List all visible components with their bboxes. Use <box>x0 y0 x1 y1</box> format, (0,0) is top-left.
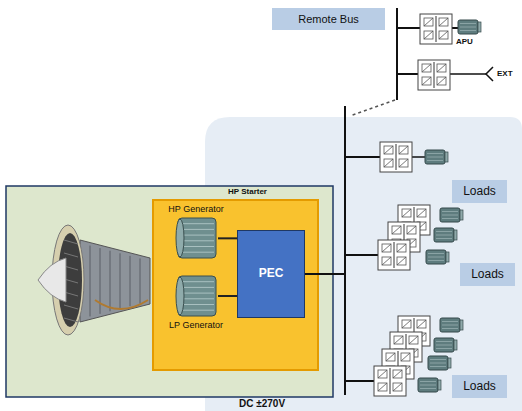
tie-line <box>350 100 395 116</box>
ext-label: EXT <box>497 70 513 78</box>
motor-icon <box>434 338 457 352</box>
generator-icon <box>174 274 218 318</box>
motor-icon <box>434 228 457 242</box>
motor-icon <box>428 356 451 370</box>
generator-icon <box>174 216 218 260</box>
power-connector <box>218 237 237 239</box>
node-label: Remote Bus <box>298 13 359 26</box>
generator-housing <box>153 200 318 370</box>
node-label: DC ±270V <box>239 399 285 409</box>
converter-symbol <box>418 60 450 90</box>
generator-label: HP Generator <box>168 204 223 214</box>
hp-starter-box: HP Generator LP Generator PEC HP Starter <box>6 186 333 397</box>
node-label: Loads <box>463 185 496 199</box>
generator: HP Generator <box>160 204 232 268</box>
power-connector <box>218 295 237 297</box>
bus-label-box: Remote Bus <box>272 8 385 30</box>
converter-symbol <box>378 240 410 270</box>
hp-starter-fill <box>6 186 333 397</box>
motor-icon <box>440 318 463 332</box>
motor-icon <box>426 250 449 264</box>
pec-box: PEC <box>237 230 305 318</box>
loads-box: Loads <box>460 263 515 286</box>
node-label: PEC <box>259 267 284 281</box>
node-label: Loads <box>463 380 496 394</box>
motor-icon <box>425 150 448 164</box>
generator: LP Generator <box>160 274 232 338</box>
converter-symbol <box>420 14 452 44</box>
motor-icon <box>418 378 441 392</box>
generator-label: LP Generator <box>169 320 223 330</box>
motor-icon <box>440 208 463 222</box>
apu-label: APU <box>456 38 473 46</box>
engine-illustration <box>38 225 150 335</box>
node-label: HP Starter <box>228 188 267 196</box>
converter-symbol <box>374 366 406 396</box>
node-label: Loads <box>471 268 504 282</box>
loads-box: Loads <box>452 375 507 398</box>
motor-icon <box>458 20 481 34</box>
converter-symbol <box>380 142 412 172</box>
loads-box: Loads <box>452 180 507 203</box>
